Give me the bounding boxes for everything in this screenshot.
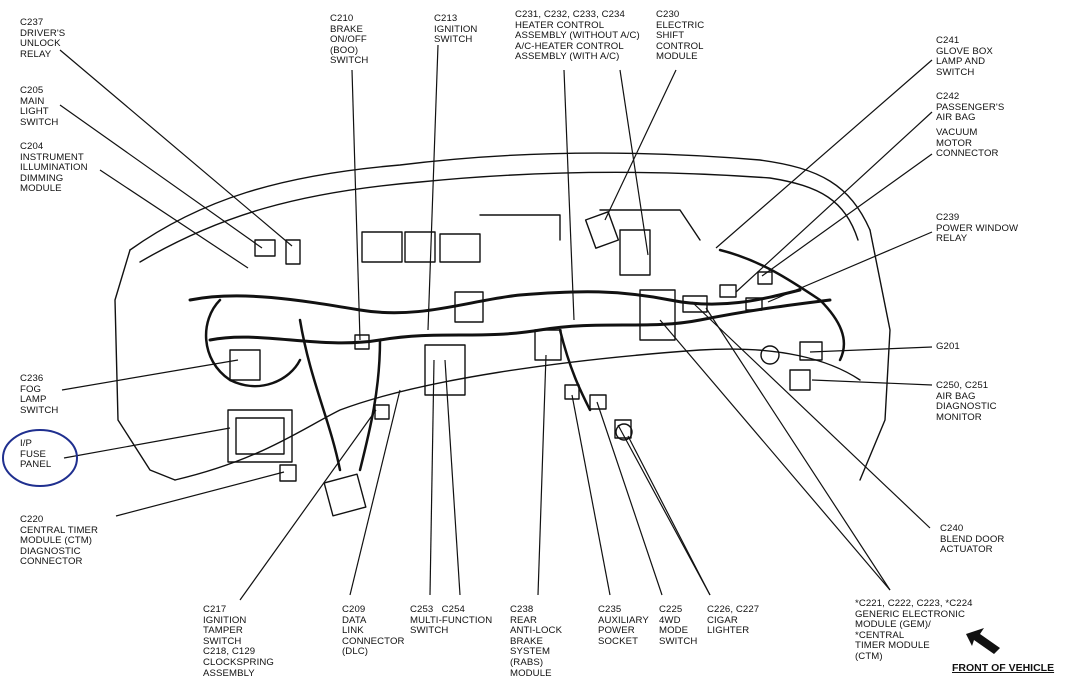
air-bag-connector	[760, 345, 780, 365]
front-arrow-icon	[966, 628, 1000, 654]
a-pillar-left	[114, 249, 176, 481]
label-c253-c254: C253 C254 MULTI-FUNCTION SWITCH	[410, 604, 493, 637]
leader-c235	[571, 394, 611, 596]
label-c210: C210 BRAKE ON/OFF (BOO) SWITCH	[330, 13, 369, 67]
harness-left-loop	[204, 298, 302, 388]
leader-c240	[691, 301, 931, 529]
connector-block	[354, 334, 370, 350]
connector-block	[374, 404, 390, 420]
connector-block	[254, 239, 276, 257]
label-c242: C242 PASSENGER'S AIR BAG	[936, 91, 1005, 124]
leader-c250	[811, 379, 933, 386]
connector-block	[639, 289, 676, 341]
fuse-panel	[227, 409, 293, 463]
front-of-vehicle-label: FRONT OF VEHICLE	[952, 662, 1055, 674]
connector-block	[439, 233, 481, 263]
harness-right	[718, 248, 846, 362]
connector-block	[404, 231, 436, 263]
dash-lower	[174, 348, 861, 481]
leader-c209	[349, 389, 401, 596]
leader-c230	[604, 69, 677, 221]
label-c230: C230 ELECTRIC SHIFT CONTROL MODULE	[656, 9, 705, 63]
leader-c237	[59, 49, 293, 247]
connector-block	[454, 291, 484, 323]
leader-ip-fuse	[63, 427, 231, 459]
label-c238: C238 REAR ANTI-LOCK BRAKE SYSTEM (RABS) …	[510, 604, 563, 679]
leader-c204	[99, 169, 249, 269]
label-c235: C235 AUXILIARY POWER SOCKET	[598, 604, 649, 647]
leader-c242	[735, 111, 933, 293]
harness-drop	[298, 318, 592, 472]
connector-block	[361, 231, 403, 263]
label-c204: C204 INSTRUMENT ILLUMINATION DIMMING MOD…	[20, 141, 88, 195]
label-c225: C225 4WD MODE SWITCH	[659, 604, 698, 647]
label-ip-fuse-panel: I/P FUSE PANEL	[20, 438, 52, 471]
leader-c231-b	[619, 69, 649, 256]
connector-block	[229, 349, 261, 381]
highlight-circle	[2, 429, 78, 487]
leader-c221-a	[659, 319, 891, 591]
connector-block	[589, 394, 607, 410]
dash-center-panel	[479, 209, 701, 241]
label-c226: C226, C227 CIGAR LIGHTER	[707, 604, 760, 637]
leader-c210	[351, 69, 361, 341]
label-c236: C236 FOG LAMP SWITCH	[20, 373, 59, 416]
dash-top-outline-inner	[139, 171, 859, 263]
leader-c241	[715, 59, 933, 249]
label-c239: C239 POWER WINDOW RELAY	[936, 212, 1019, 245]
fuse-panel-inner	[235, 417, 285, 455]
dash-top-outline	[129, 152, 871, 251]
connector-block	[619, 229, 651, 276]
label-c209: C209 DATA LINK CONNECTOR (DLC)	[342, 604, 405, 658]
label-c205: C205 MAIN LIGHT SWITCH	[20, 85, 59, 128]
a-pillar-right	[859, 229, 891, 481]
connector-block	[799, 341, 823, 361]
leader-vacuum	[761, 153, 933, 277]
connector-block	[682, 295, 708, 313]
harness-main	[188, 288, 802, 315]
connector-block	[789, 369, 811, 391]
connector-block	[323, 473, 367, 517]
connector-block	[534, 329, 562, 361]
connector-block	[285, 239, 301, 265]
leader-c253	[429, 359, 435, 596]
label-c220: C220 CENTRAL TIMER MODULE (CTM) DIAGNOST…	[20, 514, 99, 568]
leader-c217	[239, 409, 377, 601]
connector-block	[757, 271, 773, 285]
leader-c238	[537, 354, 547, 596]
label-c221: *C221, C222, C223, *C224 GENERIC ELECTRO…	[855, 598, 973, 662]
label-c240: C240 BLEND DOOR ACTUATOR	[940, 523, 1005, 556]
connector-block	[719, 284, 737, 298]
label-c250: C250, C251 AIR BAG DIAGNOSTIC MONITOR	[936, 380, 997, 423]
label-c237: C237 DRIVER'S UNLOCK RELAY	[20, 17, 66, 60]
leader-c227	[627, 435, 711, 596]
leader-c239	[767, 231, 933, 303]
cigar-lighter-socket	[615, 423, 633, 441]
leader-c220	[115, 471, 285, 517]
leader-c236	[61, 359, 239, 391]
leader-c221-b	[705, 307, 891, 591]
leader-c254	[444, 359, 461, 596]
leader-c225	[596, 401, 663, 596]
connector-block	[745, 297, 763, 311]
label-c213: C213 IGNITION SWITCH	[434, 13, 478, 46]
label-vacuum-motor: VACUUM MOTOR CONNECTOR	[936, 127, 999, 160]
leader-c205	[59, 104, 263, 249]
leader-c213	[427, 44, 439, 331]
leader-g201	[809, 346, 933, 353]
leader-c231	[563, 69, 575, 321]
label-g201: G201	[936, 341, 960, 352]
leader-c226	[617, 424, 711, 596]
label-c241: C241 GLOVE BOX LAMP AND SWITCH	[936, 35, 993, 78]
connector-block	[564, 384, 580, 400]
label-c217: C217 IGNITION TAMPER SWITCH C218, C129 C…	[203, 604, 274, 679]
connector-block	[424, 344, 466, 396]
connector-block	[584, 211, 620, 249]
label-c231: C231, C232, C233, C234 HEATER CONTROL AS…	[515, 9, 640, 63]
